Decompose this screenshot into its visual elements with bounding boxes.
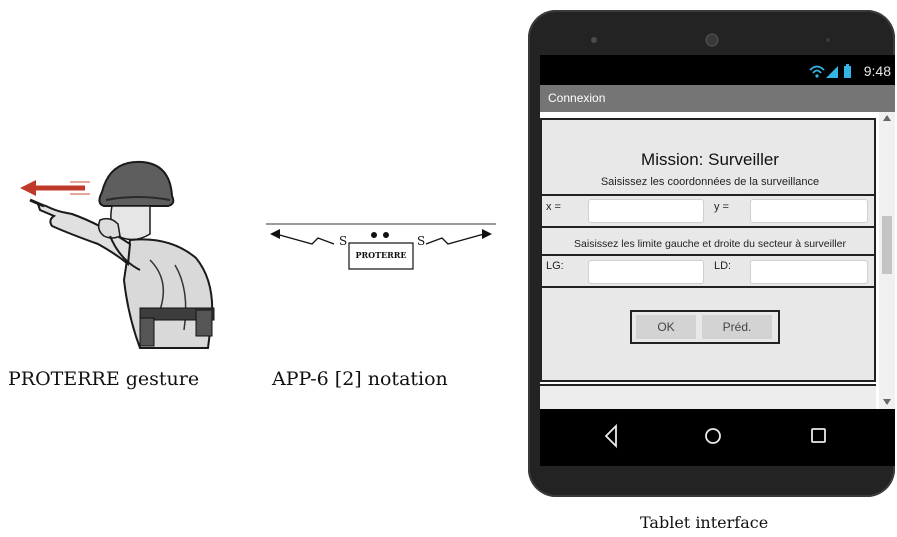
caption-tablet: Tablet interface	[640, 513, 769, 532]
notation-label: PROTERRE	[355, 250, 407, 260]
back-triangle-icon[interactable]	[604, 423, 617, 449]
red-arrow-icon	[20, 180, 90, 196]
proterre-gesture-illustration	[0, 140, 240, 355]
recents-square-icon[interactable]	[811, 428, 826, 443]
app6-notation-symbol: S S PROTERRE	[262, 210, 500, 290]
status-icons	[809, 64, 851, 78]
caption-gesture: PROTERRE gesture	[8, 368, 200, 390]
y-label: y =	[714, 201, 729, 213]
ld-label: LD:	[714, 260, 732, 272]
lg-input[interactable]	[588, 260, 704, 284]
ok-button[interactable]: OK	[636, 315, 696, 339]
nav-bar	[540, 409, 895, 466]
status-time: 9:48	[863, 63, 891, 79]
tablet-device: 9:48 Connexion Mission: Surveiller Saisi…	[528, 10, 895, 497]
tablet-screen: 9:48 Connexion Mission: Surveiller Saisi…	[540, 55, 895, 466]
caption-notation: APP-6 [2] notation	[272, 368, 448, 390]
y-input[interactable]	[750, 199, 868, 223]
mission-form: Mission: Surveiller Saisissez les coordo…	[540, 118, 876, 382]
scroll-up-icon	[883, 115, 891, 121]
x-input[interactable]	[588, 199, 704, 223]
ld-input[interactable]	[750, 260, 868, 284]
scroll-down-icon	[883, 399, 891, 405]
prev-button[interactable]: Préd.	[702, 315, 772, 339]
notation-left-mark: S	[339, 234, 348, 248]
app-title: Connexion	[548, 91, 606, 105]
coords-row: x = y =	[540, 194, 876, 228]
battery-icon	[844, 64, 851, 78]
mission-title: Mission: Surveiller	[641, 150, 779, 169]
app-content[interactable]: Mission: Surveiller Saisissez les coordo…	[540, 112, 895, 411]
scrollbar[interactable]	[879, 112, 895, 409]
app-title-bar: Connexion	[540, 85, 895, 112]
status-bar: 9:48	[540, 55, 895, 85]
x-label: x =	[546, 201, 561, 213]
lg-label: LG:	[546, 260, 564, 272]
sector-prompt: Saisissez les limite gauche et droite du…	[574, 238, 846, 250]
button-group: OK Préd.	[630, 310, 780, 344]
coords-prompt: Saisissez les coordonnées de la surveill…	[600, 176, 820, 188]
device-top-bezel	[528, 10, 895, 56]
next-form-section	[540, 384, 876, 411]
wifi-icon	[809, 65, 825, 78]
sector-row: LG: LD:	[540, 254, 876, 288]
home-circle-icon[interactable]	[705, 428, 721, 444]
notation-right-mark: S	[417, 234, 426, 248]
signal-icon	[826, 66, 838, 78]
